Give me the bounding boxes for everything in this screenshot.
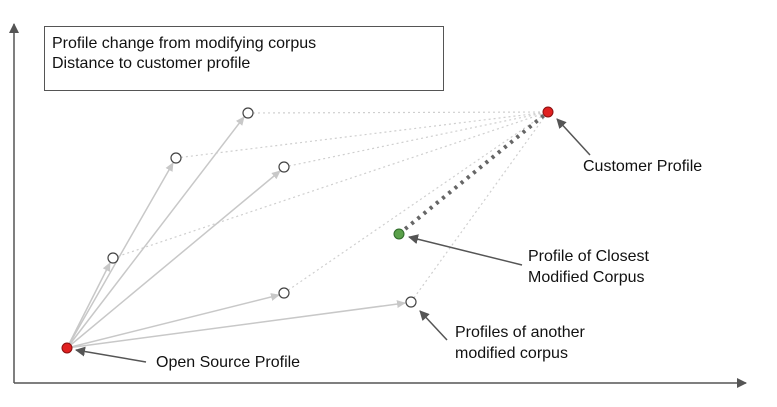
legend-distance-label: Distance to customer profile [52, 55, 251, 72]
closest-profile-label-line2: Modified Corpus [528, 269, 645, 286]
closest-profile-node [393, 228, 405, 240]
modified-profile-node [278, 287, 290, 299]
change-arrow [66, 170, 281, 349]
distance-line [112, 111, 549, 259]
another-corpus-label-line1: Profiles of another [455, 324, 585, 341]
customer-profile-node [542, 106, 554, 118]
customer-profile-label: Customer Profile [583, 158, 703, 175]
modified-profile-node [170, 152, 182, 164]
open-source-profile-node [61, 342, 73, 354]
distance-line [283, 111, 549, 294]
customer-callout-arrow [556, 118, 591, 156]
open-source-profile-label: Open Source Profile [156, 354, 301, 371]
closest-profile-label-line1: Profile of Closest [528, 248, 649, 265]
another-corpus-label-line2: modified corpus [455, 345, 568, 362]
modified-profile-node [278, 161, 290, 173]
another-callout-arrow [419, 310, 448, 341]
modified-profile-node [242, 107, 254, 119]
change-arrows [66, 116, 406, 349]
change-arrow [66, 262, 111, 349]
closest-distance-line [397, 110, 550, 236]
legend-change-label: Profile change from modifying corpus [52, 35, 317, 52]
modified-profile-node [405, 296, 417, 308]
modified-profile-nodes [107, 107, 417, 308]
change-arrow [66, 162, 174, 349]
closest-callout-arrow [408, 234, 523, 266]
modified-profile-node [107, 252, 119, 264]
distance-line [410, 111, 549, 303]
distance-line [175, 111, 549, 159]
open-source-callout-arrow [75, 346, 147, 363]
callout-arrows [75, 118, 591, 363]
change-arrow [66, 300, 406, 349]
change-arrow [66, 116, 245, 349]
distance-lines [112, 111, 549, 303]
legend: Profile change from modifying corpus Dis… [44, 26, 444, 91]
distance-line [247, 111, 549, 114]
change-arrow [66, 293, 280, 349]
